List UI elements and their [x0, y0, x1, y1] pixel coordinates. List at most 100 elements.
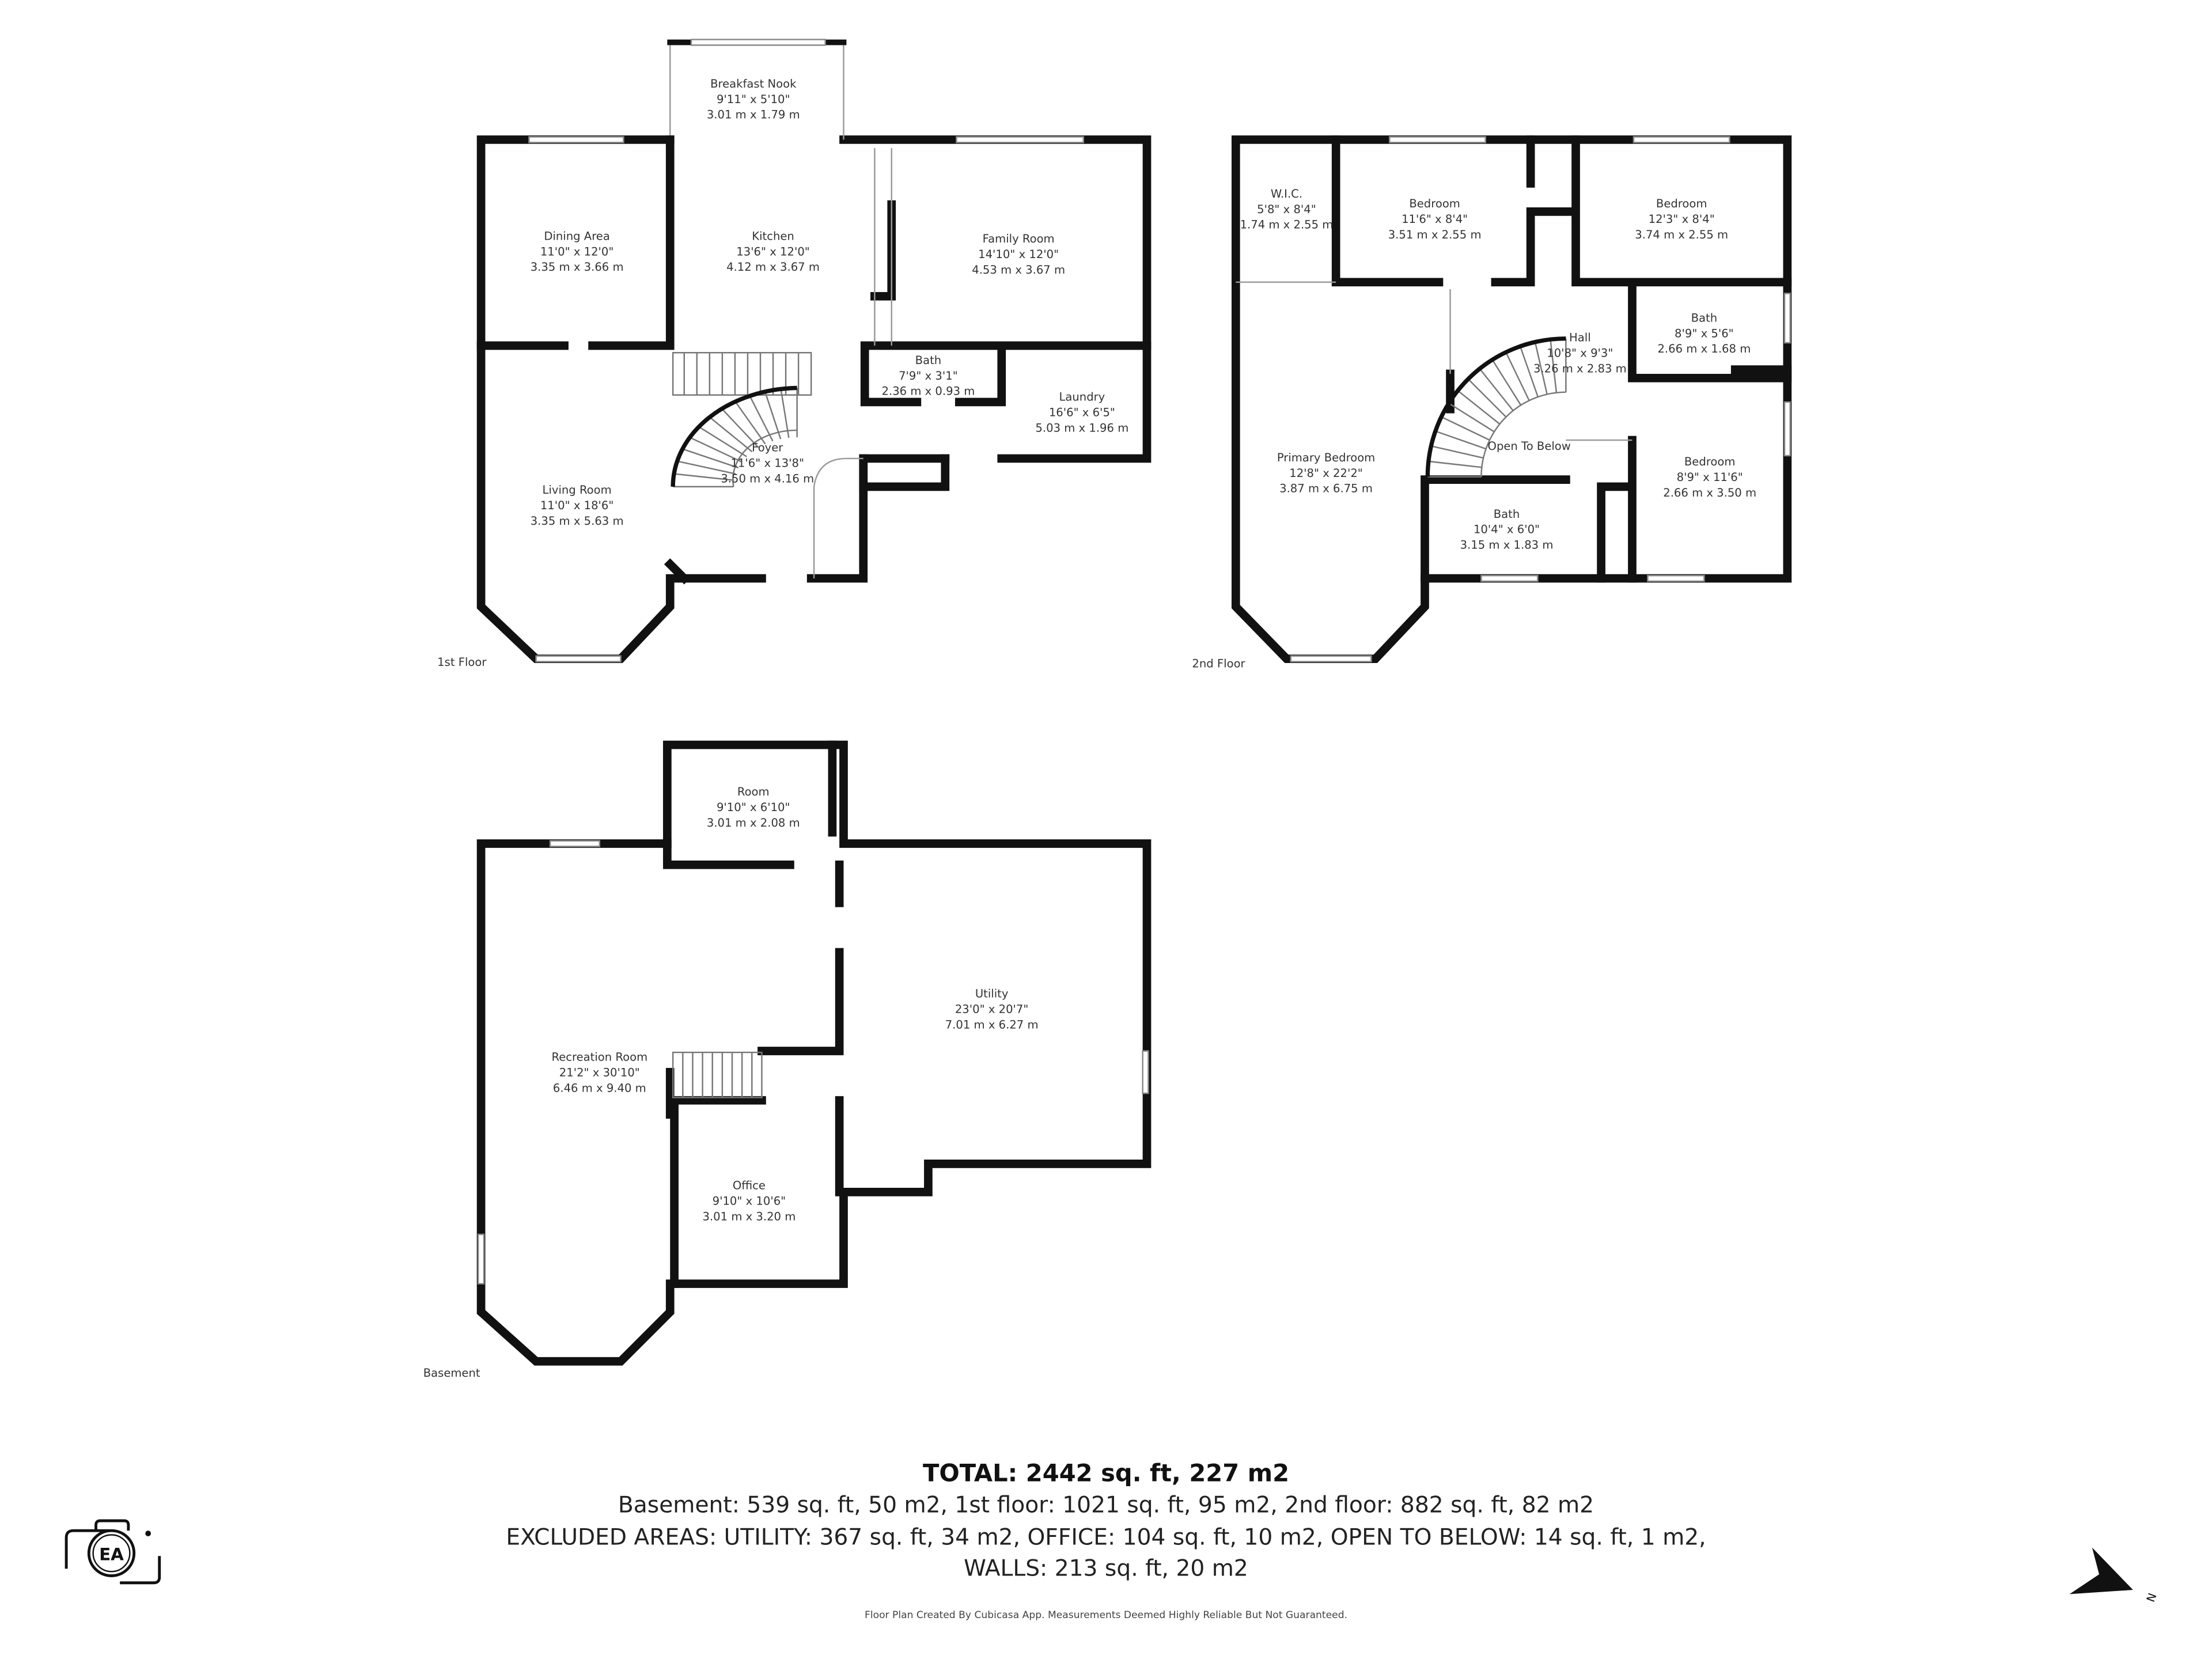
area-summary: TOTAL: 2442 sq. ft, 227 m2 Basement: 539… [506, 1459, 1706, 1621]
window [1633, 136, 1730, 143]
room-name: Bath [1691, 311, 1718, 324]
room-metric: 3.01 m x 3.20 m [703, 1210, 796, 1223]
room-imperial: 13'6" x 12'0" [736, 245, 810, 258]
room-label: Bath 7'9" x 3'1" 2.36 m x 0.93 m [882, 354, 975, 398]
room-imperial: 12'8" x 22'2" [1289, 467, 1363, 480]
window [528, 136, 624, 143]
room-metric: 2.66 m x 1.68 m [1657, 342, 1751, 355]
room-metric: 2.66 m x 3.50 m [1663, 486, 1756, 499]
window [1480, 574, 1539, 582]
floor-1st [476, 39, 1152, 664]
room-name: Family Room [983, 232, 1055, 245]
excluded-areas: EXCLUDED AREAS: UTILITY: 367 sq. ft, 34 … [506, 1525, 1706, 1551]
room-imperial: 8'9" x 5'6" [1675, 327, 1734, 340]
kitchen-island [874, 148, 892, 346]
room-imperial: 9'11" x 5'10" [717, 93, 790, 106]
room-name: Recreation Room [551, 1051, 647, 1064]
staircase [672, 1051, 763, 1099]
room-name: Bath [915, 354, 942, 367]
room-name: Bedroom [1684, 455, 1736, 468]
floor-basement [476, 740, 1152, 1366]
room-name: Office [733, 1179, 766, 1192]
window [1290, 655, 1372, 662]
room-metric: 3.35 m x 5.63 m [531, 514, 624, 528]
disclaimer: Floor Plan Created By Cubicasa App. Meas… [865, 1609, 1347, 1621]
room-imperial: 11'6" x 8'4" [1402, 213, 1468, 226]
room-name: Open To Below [1488, 440, 1571, 453]
room-imperial: 8'9" x 11'6" [1677, 471, 1743, 484]
walls-area: WALLS: 213 sq. ft, 20 m2 [964, 1556, 1248, 1582]
room-label: Open To Below [1488, 440, 1571, 453]
north-label: N [2144, 1592, 2160, 1604]
foyer-closet [813, 457, 863, 579]
room-label: Bedroom 8'9" x 11'6" 2.66 m x 3.50 m [1663, 455, 1756, 499]
room-name: Bath [1494, 507, 1520, 521]
room-metric: 3.35 m x 3.66 m [531, 260, 624, 274]
room-imperial: 5'8" x 8'4" [1257, 203, 1316, 216]
room-name: Utility [975, 987, 1009, 1000]
window [1783, 293, 1791, 344]
room-metric: 3.01 m x 1.79 m [707, 108, 800, 122]
room-label: Office 9'10" x 10'6" 3.01 m x 3.20 m [703, 1179, 796, 1223]
room-name: Breakfast Nook [710, 77, 797, 90]
room-imperial: 11'0" x 18'6" [540, 499, 614, 512]
room-metric: 3.50 m x 4.16 m [721, 472, 814, 486]
room-name: Bedroom [1656, 197, 1707, 210]
room-name: Living Room [543, 483, 612, 497]
floor-2nd [1231, 135, 1792, 664]
room-metric: 3.74 m x 2.55 m [1635, 228, 1728, 241]
room-name: Dining Area [544, 229, 609, 243]
room-name: Primary Bedroom [1277, 451, 1375, 464]
room-metric: 3.51 m x 2.55 m [1388, 228, 1482, 241]
room-imperial: 14'10" x 12'0" [978, 248, 1059, 261]
room-metric: 3.87 m x 6.75 m [1279, 482, 1373, 495]
window [1647, 574, 1705, 582]
room-imperial: 21'2" x 30'10" [559, 1066, 640, 1080]
room-metric: 3.26 m x 2.83 m [1533, 362, 1627, 376]
camera-icon: EA [65, 1519, 161, 1585]
room-metric: 5.03 m x 1.96 m [1035, 421, 1128, 434]
room-label: Bath 10'4" x 6'0" 3.15 m x 1.83 m [1460, 507, 1554, 552]
room-name: W.I.C. [1271, 187, 1302, 200]
room-metric: 3.15 m x 1.83 m [1460, 539, 1554, 552]
room-name: Laundry [1059, 391, 1105, 404]
room-imperial: 10'8" x 9'3" [1547, 347, 1613, 360]
logo-text: EA [99, 1545, 124, 1565]
floor-label: Basement [423, 1366, 480, 1380]
room-metric: 2.36 m x 0.93 m [882, 385, 975, 398]
room-imperial: 7'9" x 3'1" [899, 369, 958, 382]
floor-areas: Basement: 539 sq. ft, 50 m2, 1st floor: … [618, 1492, 1594, 1518]
room-imperial: 16'6" x 6'5" [1049, 406, 1115, 419]
breakfast-nook-walls [669, 41, 844, 140]
wall-outline [476, 135, 1152, 664]
room-name: Kitchen [752, 229, 794, 243]
staircase [671, 352, 812, 488]
room-imperial: 11'6" x 13'8" [730, 457, 804, 470]
room-imperial: 10'4" x 6'0" [1474, 523, 1540, 536]
window [1389, 136, 1486, 143]
room-label: Primary Bedroom 12'8" x 22'2" 3.87 m x 6.7… [1277, 451, 1375, 495]
wall-outline [476, 740, 1152, 1366]
curved-staircase [1425, 336, 1567, 478]
room-imperial: 23'0" x 20'7" [955, 1002, 1029, 1016]
window [535, 655, 622, 662]
room-metric: 7.01 m x 6.27 m [945, 1018, 1039, 1031]
wall-interior [663, 740, 844, 1288]
hall-lines [1236, 281, 1633, 441]
room-label: Recreation Room 21'2" x 30'10" 6.46 m x 9.… [551, 1051, 647, 1095]
room-metric: 4.53 m x 3.67 m [972, 263, 1065, 276]
room-imperial: 9'10" x 10'6" [713, 1194, 786, 1207]
north-arrow-icon: N [2069, 1547, 2160, 1604]
room-metric: 6.46 m x 9.40 m [553, 1082, 646, 1095]
room-label: Laundry 16'6" x 6'5" 5.03 m x 1.96 m [1035, 391, 1128, 435]
room-label: Utility 23'0" x 20'7" 7.01 m x 6.27 m [945, 987, 1039, 1031]
room-name: Bedroom [1409, 197, 1460, 210]
floor-label: 1st Floor [437, 656, 487, 669]
window [956, 136, 1085, 143]
